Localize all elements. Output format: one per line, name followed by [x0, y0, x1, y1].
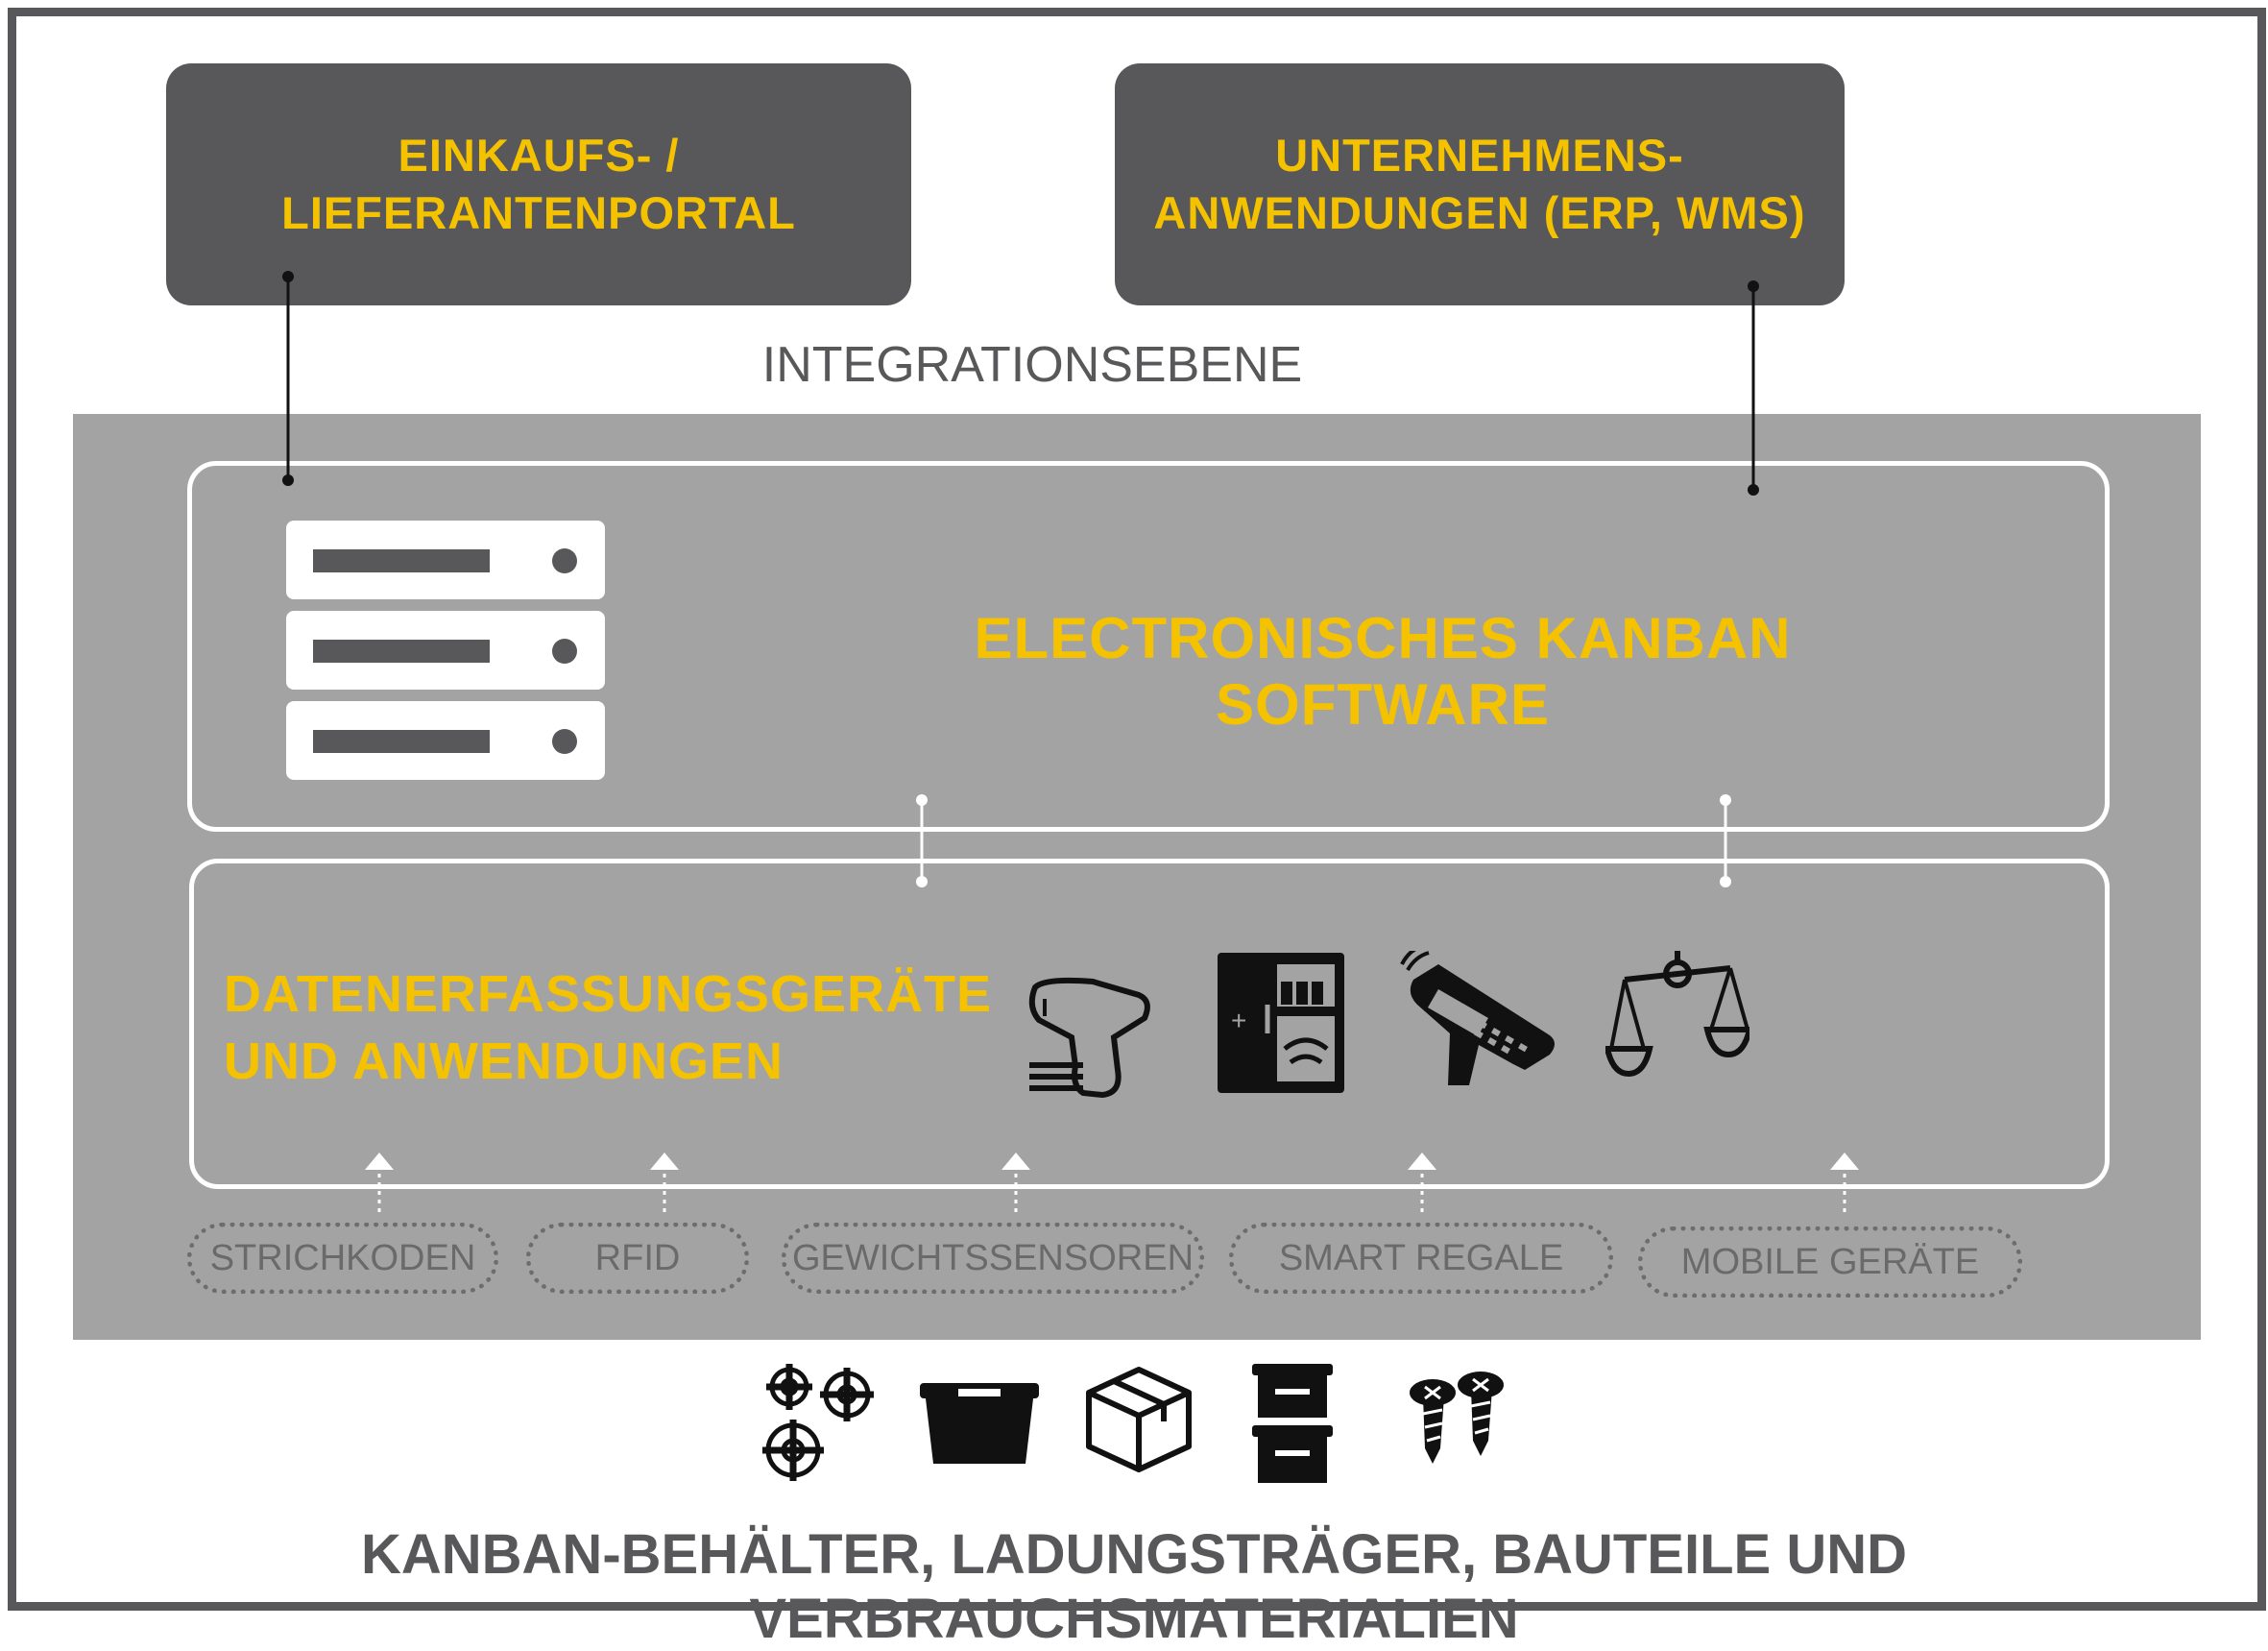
source-label: MOBILE GERÄTE: [1680, 1241, 1980, 1282]
software-panel: [187, 461, 2110, 832]
data-capture-panel: [189, 859, 2110, 1189]
svg-text:+: +: [1231, 1006, 1246, 1035]
purchasing-portal-label: EINKAUFS- / LIEFERANTENPORTAL: [281, 130, 796, 238]
server-stack-icon: [286, 521, 605, 780]
source-gewichtssensoren: GEWICHTSSENSOREN: [782, 1223, 1204, 1294]
outer-frame: [8, 8, 2266, 1611]
handheld-terminal-icon: [1400, 951, 1555, 1085]
smart-shelf-icon: +: [1218, 953, 1344, 1093]
stacked-bins-icon: [1252, 1364, 1333, 1483]
bottom-caption: KANBAN-BEHÄLTER, LADUNGSTRÄGER, BAUTEILE…: [361, 1523, 1907, 1650]
data-capture-title: DATENERFASSUNGSGERÄTE UND ANWENDUNGEN: [224, 965, 993, 1090]
enterprise-apps-box: UNTERNEHMENS- ANWENDUNGEN (ERP, WMS): [1115, 63, 1845, 305]
gears-icon: [762, 1364, 874, 1481]
software-title: ELECTRONISCHES KANBAN SOFTWARE: [974, 606, 1792, 737]
source-strichkoden: STRICHKODEN: [187, 1223, 498, 1294]
integration-layer-label: INTEGRATIONSEBENE: [761, 337, 1303, 393]
source-smart-regale: SMART REGALE: [1229, 1223, 1613, 1294]
purchasing-portal-box: EINKAUFS- / LIEFERANTENPORTAL: [166, 63, 911, 305]
connector-lines: [282, 271, 1859, 1216]
source-label: STRICHKODEN: [209, 1237, 476, 1278]
source-label: GEWICHTSSENSOREN: [791, 1237, 1194, 1278]
barcode-scanner-icon: [1028, 977, 1150, 1099]
box-icon: [1086, 1367, 1192, 1472]
source-mobile-geraete: MOBILE GERÄTE: [1638, 1226, 2022, 1298]
bin-icon: [920, 1383, 1039, 1464]
scale-icon: [1605, 951, 1749, 1078]
source-label: SMART REGALE: [1278, 1237, 1564, 1278]
source-label: RFID: [594, 1237, 681, 1278]
enterprise-apps-label: UNTERNEHMENS- ANWENDUNGEN (ERP, WMS): [1153, 130, 1806, 238]
screws-icon: [1410, 1372, 1504, 1464]
source-rfid: RFID: [526, 1223, 749, 1294]
